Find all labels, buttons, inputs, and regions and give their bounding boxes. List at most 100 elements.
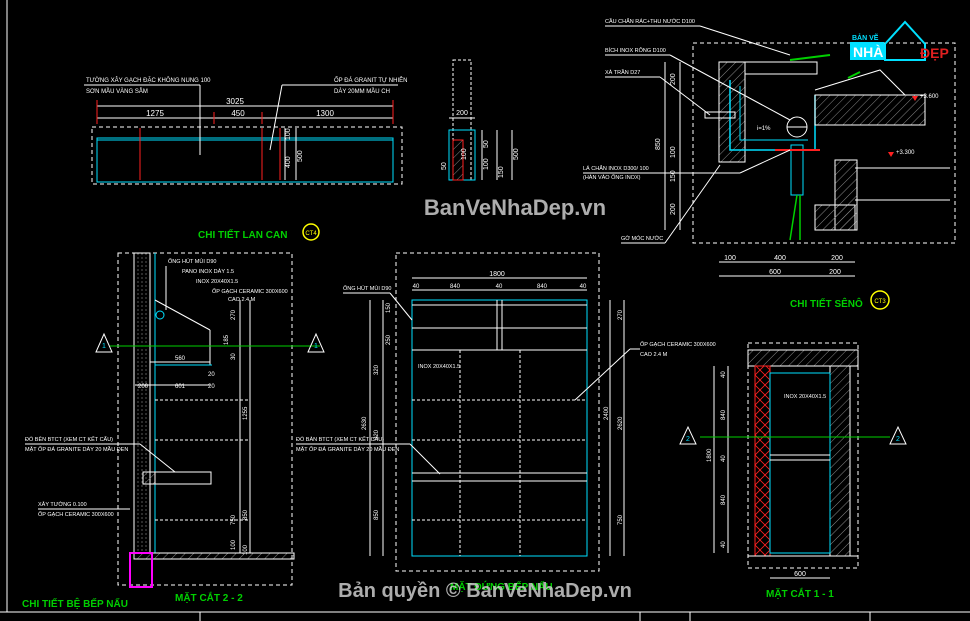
lc-dim-s3: 50 [441, 162, 448, 170]
mc22-dim-g: 601 [175, 384, 186, 390]
lc-note-granite2: DÀY 20MM MẦU CH [334, 88, 390, 95]
mc22-dim-a: 270 [231, 309, 237, 320]
md-note-6: MẶT ỐP ĐÁ GRANITE DÀY 20 MẦU ĐEN [296, 446, 399, 453]
seno-dim-h1: 100 [724, 255, 736, 262]
mc22-dim-k: 850 [243, 509, 249, 520]
mc22-dim-l: 100 [231, 539, 237, 550]
lc-dim-h1: 100 [285, 128, 292, 140]
lc-dim-3: 1300 [316, 109, 334, 118]
mc11-dim-v5: 840 [721, 494, 727, 505]
seno-level2: +3.300 [896, 150, 915, 156]
seno-note-3: XÀ TRẦN D27 [605, 69, 640, 76]
md-dim-t3: 40 [496, 284, 503, 290]
mc22-dim-e: 20 [208, 372, 215, 378]
mc22-note-2: PANO INOX DÀY 1.5 [182, 268, 234, 275]
seno-dim-h3: 200 [831, 255, 843, 262]
mc22-dim-f: 200 [138, 384, 149, 390]
mc11-dim-v4: 40 [721, 455, 727, 462]
mc22-note-5: CAO 2.4 M [228, 297, 256, 303]
seno-slope: i=1% [757, 126, 771, 132]
seno-note-1: CẦU CHẮN RÁC+THU NƯỚC D100 [605, 17, 695, 25]
mc11-dim-v3: 1800 [707, 448, 713, 462]
md-dim-top: 1800 [489, 271, 505, 278]
md-dim-l2: 250 [386, 334, 392, 345]
mc22-dim-m: 100 [243, 544, 249, 555]
be-bep-title: CHI TIẾT BỆ BẾP NẤU [22, 597, 128, 610]
md-dim-l3: 320 [374, 364, 380, 375]
seno-title: CHI TIẾT SÊNÔ [790, 297, 863, 310]
lc-dim-s1: 200 [456, 110, 468, 117]
mc22-note-4: ỐP GẠCH CERAMIC 300X600 [212, 288, 288, 295]
seno-note-5: (HÀN VÀO ỐNG INOX) [583, 174, 641, 181]
mc22-dim-d: 560 [175, 356, 186, 362]
watermark-bottom: Bản quyền © BanVeNhaDep.vn [338, 580, 632, 602]
lc-dim-h2: 400 [285, 156, 292, 168]
mat-cat-11: 40 840 1800 40 840 40 600 INOX 20X40X1.5… [679, 342, 907, 600]
lc-note-granite: ỐP ĐÁ GRANIT TỰ NHIÊN [334, 76, 407, 84]
md-note-5: ĐỔ BÀN BTCT (XEM CT KẾT CẤU) [296, 436, 384, 443]
seno-dim-v5: 200 [670, 203, 677, 215]
md-dim-l5: 320 [374, 429, 380, 440]
lc-note-wall: TƯỜNG XÂY GẠCH ĐẶC KHÔNG NUNG 100 [86, 77, 211, 84]
seno-note-4: LÁ CHẮN INOX D300/ 100 [583, 164, 649, 172]
logo-top: BẢN VẼ [852, 33, 879, 42]
md-dim-r3: 2620 [618, 416, 624, 430]
md-note-4: CAO 2.4 M [640, 352, 668, 358]
mc22-dim-b: 185 [224, 334, 230, 345]
lan-can-detail: 3025 1275 450 1300 100 400 500 TƯỜNG XÂY… [84, 59, 520, 241]
mc22-dim-h: 20 [208, 384, 215, 390]
lc-title: CHI TIẾT LAN CAN [198, 228, 287, 241]
lc-dim-h3: 500 [297, 150, 304, 162]
md-dim-l6: 850 [374, 509, 380, 520]
logo-nha: NHÀ [853, 44, 883, 60]
seno-dim-v4: 150 [670, 170, 677, 182]
lc-dim-s2: 100 [461, 148, 468, 160]
mc22-note-9: ỐP GẠCH CERAMIC 300X600 [38, 511, 114, 518]
mc22-dim-c: 30 [231, 353, 237, 360]
mc22-note-1: ỐNG HÚT MÙI D90 [168, 258, 217, 265]
mc11-title: MẶT CẮT 1 - 1 [766, 587, 834, 600]
md-dim-r2: 2400 [604, 406, 610, 420]
seno-tag: CT3 [874, 299, 886, 305]
mc22-dim-j: 750 [231, 514, 237, 525]
mc11-dim-v6: 40 [721, 541, 727, 548]
md-dim-t4: 840 [537, 284, 548, 290]
mc22-marker-right: 1 [314, 343, 318, 350]
seno-dim-v1: 200 [670, 73, 677, 85]
mc11-note-1: INOX 20X40X1.5 [784, 394, 826, 400]
lc-dim-s4: 50 [483, 140, 490, 148]
md-dim-t2: 840 [450, 284, 461, 290]
seno-note-6: GỜ MÓC NƯỚC [621, 235, 663, 242]
seno-dim-v2: 850 [655, 138, 662, 150]
lc-dim-1: 1275 [146, 109, 164, 118]
mc11-dim-v2: 840 [721, 409, 727, 420]
md-dim-r1: 270 [618, 309, 624, 320]
lc-note-paint: SƠN MẦU VÀNG SẪM [86, 88, 148, 95]
mc22-note-8: XÂY TƯỜNG 0.100 [38, 501, 87, 508]
logo-dep: ĐẸP [920, 45, 949, 61]
mc22-marker-left: 1 [102, 343, 106, 350]
seno-dim-h2: 400 [774, 255, 786, 262]
md-note-3: ỐP GẠCH CERAMIC 300X600 [640, 341, 716, 348]
lc-dim-s6: 150 [498, 166, 505, 178]
seno-dim-h4: 600 [769, 269, 781, 276]
mc22-title: MẶT CẮT 2 - 2 [175, 591, 243, 604]
mc11-dim-v1: 40 [721, 371, 727, 378]
md-note-2: INOX 20X40X1.5 [418, 364, 460, 370]
md-dim-l1: 150 [386, 302, 392, 313]
md-title: MẶT ĐỨNG BẾP NẤU [450, 580, 553, 593]
lc-dim-s5: 100 [483, 158, 490, 170]
mc22-note-6: ĐỔ BÊN BTCT (XEM CT KẾT CẤU) [25, 435, 113, 443]
lc-dim-total: 3025 [226, 97, 244, 106]
seno-dim-h5: 200 [829, 269, 841, 276]
mc11-dim-h1: 600 [794, 571, 806, 578]
mc11-marker-left: 2 [686, 436, 690, 443]
mc11-marker-right: 2 [896, 436, 900, 443]
lc-tag: CT4 [305, 231, 317, 237]
mat-dung-bep: 1800 40 840 40 840 40 150 250 320 2630 3… [296, 252, 716, 593]
seno-level1: +3.600 [920, 94, 939, 100]
md-dim-t1: 40 [413, 284, 420, 290]
mc22-note-3: INOX 20X40X1.5 [196, 279, 238, 285]
seno-detail: +3.600 +3.300 i=1% CẦU CHẮN RÁC+THU NƯỚC… [583, 17, 956, 310]
